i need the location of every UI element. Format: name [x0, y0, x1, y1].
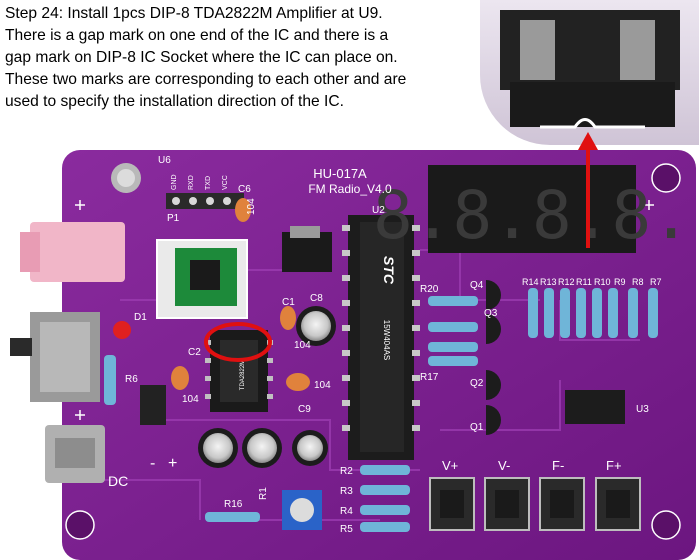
driver-u3: [565, 390, 625, 424]
label-r14: R14: [522, 277, 539, 287]
mounting-holes: [65, 163, 681, 540]
label-r17: R17: [420, 372, 439, 383]
header-p1: [166, 193, 244, 209]
gap-mark-highlight: [204, 322, 272, 362]
label-r6: R6: [125, 374, 138, 385]
label-vcc: VCC: [222, 175, 229, 190]
led-d1: [113, 321, 131, 339]
label-u6: U6: [158, 155, 171, 166]
label-v-minus: V-: [498, 458, 510, 473]
label-r9: R9: [614, 277, 626, 287]
label-q1: Q1: [470, 422, 484, 433]
transistors: [486, 280, 501, 435]
instruction-line: There is a gap mark on one end of the IC…: [5, 27, 389, 44]
cap-c9: [286, 373, 310, 391]
label-q2: Q2: [470, 378, 484, 389]
label-r16: R16: [224, 499, 243, 510]
instruction-line: Step 24: Install 1pcs DIP-8 TDA2822M Amp…: [5, 5, 383, 22]
label-r7: R7: [650, 277, 662, 287]
u2-brand-text: STC: [381, 256, 397, 285]
label-r1: R1: [258, 487, 269, 500]
instruction-line: gap mark on DIP-8 IC Socket where the IC…: [5, 49, 398, 66]
cap-c1: [280, 306, 296, 330]
label-q3: Q3: [484, 308, 498, 319]
label-c2: C2: [188, 347, 201, 358]
closeup-inset: [480, 0, 699, 145]
corner-crosses: [75, 200, 654, 420]
label-r20: R20: [420, 284, 439, 295]
cap-c6: [235, 198, 251, 222]
seven-segment-display: [428, 165, 636, 253]
label-c104c: 104: [182, 394, 199, 405]
label-r13: R13: [540, 277, 557, 287]
board-model: HU-017A: [313, 166, 367, 181]
label-r2: R2: [340, 466, 353, 477]
label-v-plus: V+: [442, 458, 458, 473]
label-r4: R4: [340, 506, 353, 517]
electrolytic-caps: [140, 306, 336, 468]
board-name: FM Radio_V4.0: [308, 182, 392, 196]
instruction-line: used to specify the installation directi…: [5, 93, 344, 110]
label-rxd: RXD: [188, 175, 195, 190]
label-plus: +: [168, 455, 177, 472]
label-r8: R8: [632, 277, 644, 287]
label-r5: R5: [340, 524, 353, 535]
label-gnd: GND: [171, 174, 178, 190]
silkscreen-labels: HU-017A FM Radio_V4.0 U6 P1 GND RXD TXD …: [108, 155, 662, 535]
display-digits: 8.8.8.8.: [373, 177, 691, 254]
cap-c2: [171, 366, 189, 390]
label-d1: D1: [134, 312, 147, 323]
label-r12: R12: [558, 277, 575, 287]
push-buttons: [429, 477, 641, 531]
label-minus: -: [150, 455, 155, 472]
label-r11: R11: [576, 277, 592, 287]
label-u2: U2: [372, 205, 385, 216]
resistor-array: [528, 288, 658, 338]
label-f-minus: F-: [552, 458, 564, 473]
label-p1: P1: [167, 213, 180, 224]
label-c104d: 104: [314, 380, 331, 391]
label-c9: C9: [298, 404, 311, 415]
audio-jack: [30, 222, 125, 282]
label-dc: DC: [108, 473, 128, 489]
u2-part-text: 15W404AS: [382, 320, 391, 360]
label-txd: TXD: [205, 176, 212, 190]
label-f-plus: F+: [606, 458, 622, 473]
label-c1: C1: [282, 297, 295, 308]
label-c104b: 104: [294, 340, 311, 351]
instruction-text: Step 24: Install 1pcs DIP-8 TDA2822M Amp…: [5, 3, 495, 113]
label-c6: C6: [238, 184, 251, 195]
label-r10: R10: [594, 277, 611, 287]
instruction-line: These two marks are corresponding to eac…: [5, 71, 407, 88]
label-u3: U3: [636, 404, 649, 415]
label-r3: R3: [340, 486, 353, 497]
label-c104a: 104: [246, 198, 257, 215]
label-q4: Q4: [470, 280, 484, 291]
label-c8: C8: [310, 293, 323, 304]
u9-part-text: TDA2822M: [240, 360, 246, 390]
voltage-regulator: [282, 232, 332, 272]
